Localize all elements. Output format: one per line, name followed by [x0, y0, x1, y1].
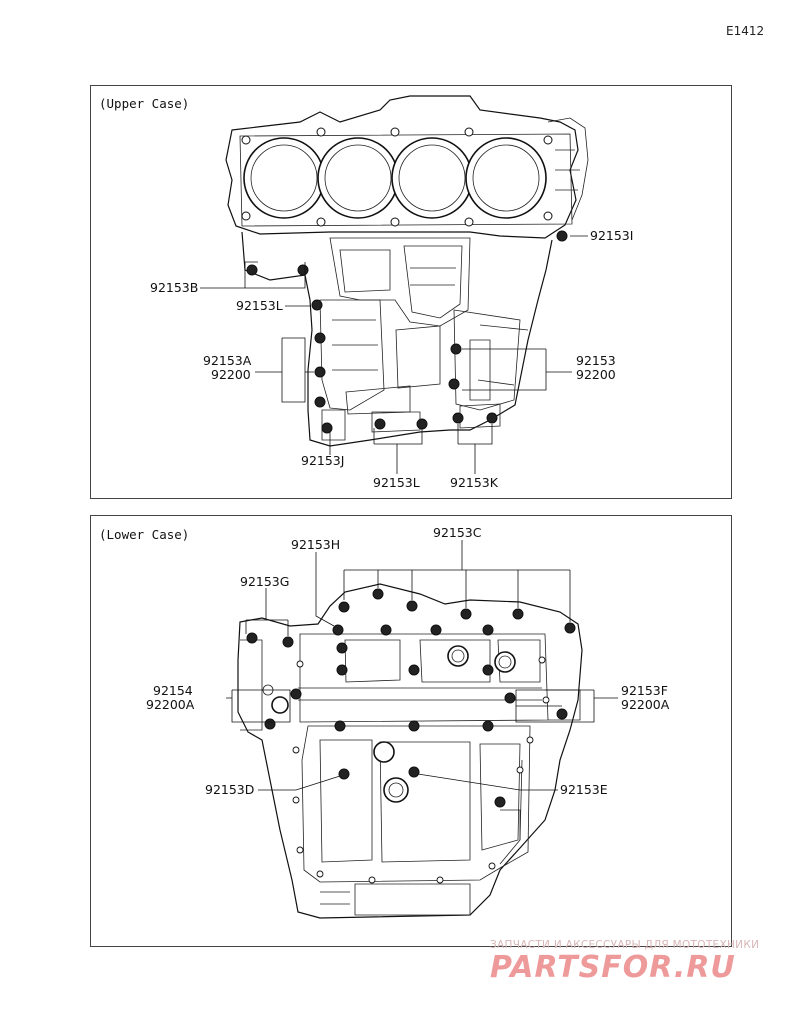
page-code: E1412	[726, 24, 765, 38]
upper-case-title: (Upper Case)	[99, 96, 190, 111]
watermark-tagline: ЗАПЧАСТИ И АКСЕССУАРЫ ДЛЯ МОТОТЕХНИКИ	[490, 939, 760, 951]
label-92200-left: 92200	[211, 367, 251, 382]
label-92153C: 92153C	[433, 525, 482, 540]
upper-case-panel	[90, 85, 732, 499]
label-92153G: 92153G	[240, 574, 290, 589]
label-92153L-upper: 92153L	[236, 298, 283, 313]
lower-case-panel	[90, 515, 732, 947]
label-92153E: 92153E	[560, 782, 608, 797]
lower-case-title: (Lower Case)	[99, 527, 190, 542]
lower-case-drawing	[226, 540, 618, 919]
label-92200A-left: 92200A	[146, 697, 195, 712]
label-92200-right: 92200	[576, 367, 616, 382]
label-92153B: 92153B	[150, 280, 199, 295]
label-92153: 92153	[576, 353, 616, 368]
label-92153H: 92153H	[291, 537, 341, 552]
watermark-brand: PARTSFOR.RU	[490, 950, 736, 985]
label-92154: 92154	[153, 683, 193, 698]
upper-case-drawing	[200, 95, 589, 474]
label-92153K: 92153K	[450, 475, 498, 490]
label-92153I: 92153I	[590, 228, 634, 243]
label-92153A: 92153A	[203, 353, 252, 368]
label-92153D: 92153D	[205, 782, 255, 797]
label-92153J: 92153J	[301, 453, 345, 468]
label-92153F: 92153F	[621, 683, 668, 698]
label-92200A-right: 92200A	[621, 697, 670, 712]
label-92153L-lower: 92153L	[373, 475, 420, 490]
